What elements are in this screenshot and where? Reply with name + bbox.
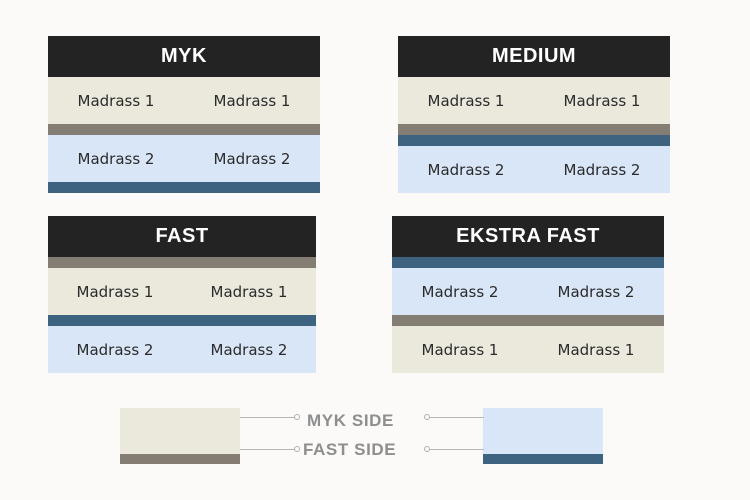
layer-label-right: Madrass 1	[557, 340, 635, 359]
layer-label-right: Madrass 2	[563, 160, 641, 179]
legend-swatch-right	[483, 408, 603, 464]
card-myk-strip-blue	[48, 182, 320, 193]
leader-line-myk-right	[428, 417, 484, 418]
layer-label-left: Madrass 2	[421, 282, 499, 301]
card-myk-title: MYK	[48, 36, 320, 77]
card-medium-layer-2: Madrass 2 Madrass 2	[398, 146, 670, 193]
layer-label-left: Madrass 2	[427, 160, 505, 179]
layer-label-right: Madrass 1	[210, 282, 288, 301]
card-myk-strip-gray	[48, 124, 320, 135]
legend-swatch-right-body	[483, 408, 603, 454]
card-fast-layer-1: Madrass 1 Madrass 1	[48, 268, 316, 315]
card-medium-layer-1: Madrass 1 Madrass 1	[398, 77, 670, 124]
layer-label-right: Madrass 2	[557, 282, 635, 301]
card-myk: MYK Madrass 1 Madrass 1 Madrass 2 Madras…	[48, 36, 320, 193]
leader-line-fast-left	[240, 449, 296, 450]
leader-line-myk-left	[240, 417, 296, 418]
leader-dot-myk-right	[424, 414, 430, 420]
card-ekstra-fast: EKSTRA FAST Madrass 2 Madrass 2 Madrass …	[392, 216, 664, 373]
card-medium-title: MEDIUM	[398, 36, 670, 77]
layer-label-right: Madrass 2	[213, 149, 291, 168]
legend-swatch-left-foot	[120, 454, 240, 464]
card-medium-strip-blue	[398, 135, 670, 146]
layer-label-right: Madrass 1	[563, 91, 641, 110]
layer-label-right: Madrass 1	[213, 91, 291, 110]
leader-dot-myk-left	[294, 414, 300, 420]
leader-dot-fast-right	[424, 446, 430, 452]
card-medium: MEDIUM Madrass 1 Madrass 1 Madrass 2 Mad…	[398, 36, 670, 193]
card-fast-strip-blue	[48, 315, 316, 326]
legend-label-fast-side: FAST SIDE	[303, 440, 397, 459]
legend	[0, 400, 750, 470]
card-fast-title: FAST	[48, 216, 316, 257]
leader-line-fast-right	[428, 449, 484, 450]
card-myk-layer-2: Madrass 2 Madrass 2	[48, 135, 320, 182]
leader-dot-fast-left	[294, 446, 300, 452]
card-fast: FAST Madrass 1 Madrass 1 Madrass 2 Madra…	[48, 216, 316, 373]
card-myk-layer-1: Madrass 1 Madrass 1	[48, 77, 320, 124]
card-ekstra-fast-title: EKSTRA FAST	[392, 216, 664, 257]
card-ekstra-fast-strip-blue	[392, 257, 664, 268]
layer-label-left: Madrass 2	[77, 149, 155, 168]
layer-label-right: Madrass 2	[210, 340, 288, 359]
layer-label-left: Madrass 1	[77, 91, 155, 110]
card-ekstra-fast-strip-gray	[392, 315, 664, 326]
card-fast-layer-2: Madrass 2 Madrass 2	[48, 326, 316, 373]
legend-swatch-left-body	[120, 408, 240, 454]
card-fast-strip-gray	[48, 257, 316, 268]
layer-label-left: Madrass 1	[427, 91, 505, 110]
card-ekstra-fast-layer-1: Madrass 2 Madrass 2	[392, 268, 664, 315]
layer-label-left: Madrass 1	[421, 340, 499, 359]
card-medium-strip-gray	[398, 124, 670, 135]
layer-label-left: Madrass 2	[76, 340, 154, 359]
layer-label-left: Madrass 1	[76, 282, 154, 301]
legend-swatch-left	[120, 408, 240, 464]
legend-swatch-right-foot	[483, 454, 603, 464]
card-ekstra-fast-layer-2: Madrass 1 Madrass 1	[392, 326, 664, 373]
legend-label-myk-side: MYK SIDE	[307, 411, 394, 430]
